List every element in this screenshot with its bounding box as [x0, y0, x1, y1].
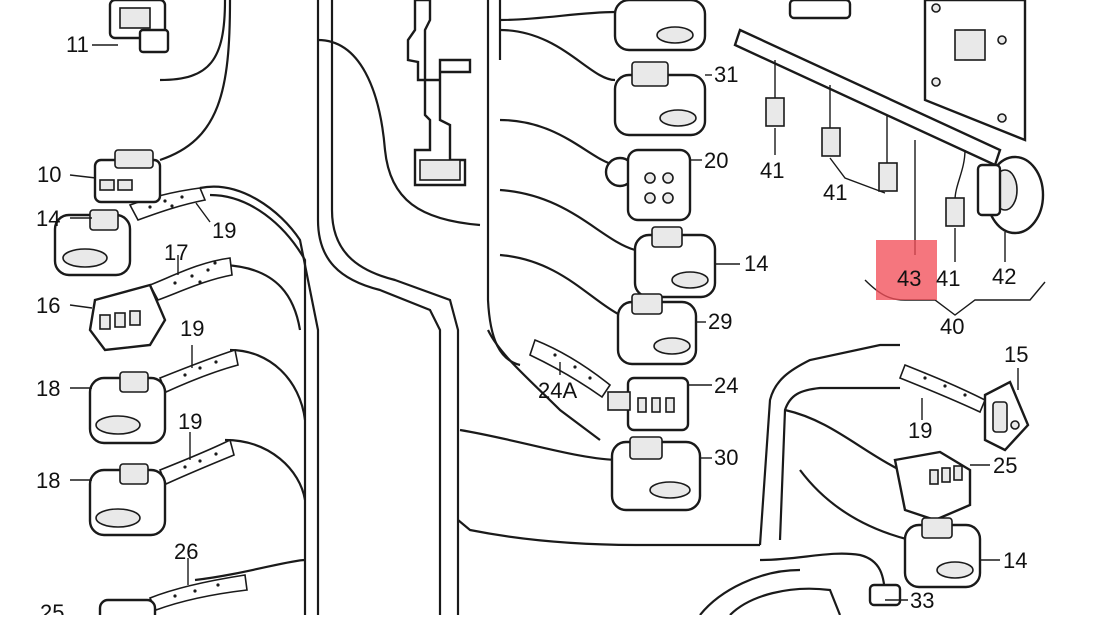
callout-19: 19	[908, 418, 932, 443]
callout-10: 10	[37, 162, 61, 187]
connector-14c	[903, 517, 982, 589]
callout-20: 20	[704, 148, 728, 173]
connector-33	[868, 583, 902, 607]
wire-to-30	[459, 428, 621, 462]
sleeve-26	[148, 574, 248, 611]
connector-30	[610, 436, 702, 512]
connector-18b	[88, 463, 167, 537]
connector-25a	[98, 598, 157, 620]
connector-14a	[53, 209, 132, 277]
callout-16: 16	[36, 293, 60, 318]
wire-bottom-a	[699, 568, 801, 616]
trunk-right-a	[486, 0, 521, 367]
callout-19: 19	[180, 316, 204, 341]
connector-24	[607, 376, 690, 432]
callout-25: 25	[40, 600, 64, 615]
callout-18: 18	[36, 468, 60, 493]
callout-41: 41	[823, 180, 847, 205]
wire-to-29	[499, 253, 621, 316]
connector-14b	[633, 226, 717, 299]
callout-24: 24	[714, 373, 738, 398]
connector-42	[976, 155, 1045, 235]
sleeves	[128, 187, 987, 611]
connector-top-right	[788, 0, 852, 20]
callout-33: 33	[910, 588, 934, 613]
highlight-box-43	[876, 240, 937, 300]
wire-to-18b	[224, 438, 307, 501]
sleeve-19b	[158, 348, 239, 394]
callout-15: 15	[1004, 342, 1028, 367]
sleeve-19c	[158, 438, 235, 486]
callout-41: 41	[936, 266, 960, 291]
trunk-right-loop	[758, 343, 900, 546]
callout-19: 19	[212, 218, 236, 243]
mounting-bracket	[406, 0, 472, 187]
callout-14: 14	[744, 251, 768, 276]
trunk-bottom	[457, 519, 760, 547]
callout-42: 42	[992, 264, 1016, 289]
wire-to-25b	[784, 408, 901, 471]
connector-20	[604, 148, 692, 222]
connector-15	[983, 380, 1030, 452]
callout-11: 11	[66, 32, 89, 57]
wire-to-11	[159, 0, 227, 82]
wire-to-10	[159, 0, 232, 162]
callout-14: 14	[36, 206, 60, 231]
leader-lines	[69, 44, 1019, 601]
mounting-plate	[923, 0, 1027, 142]
callout-31: 31	[714, 62, 738, 87]
callout-24A: 24A	[538, 378, 577, 403]
callouts: 11 10 14 19 17 16 19 18 19 18 26 25 31 2…	[36, 32, 1028, 620]
trunk-center-a	[316, 0, 442, 615]
callout-29: 29	[708, 309, 732, 334]
callout-26: 26	[174, 539, 198, 564]
callout-18: 18	[36, 376, 60, 401]
wire-to-14b	[499, 188, 636, 252]
wire-bottom-b	[729, 587, 842, 616]
callout-25: 25	[993, 453, 1017, 478]
trunk-right-loop-b	[778, 386, 900, 541]
connector-16	[88, 283, 167, 352]
harness-trunks	[159, 0, 911, 616]
callout-43: 43	[897, 266, 921, 291]
connector-10	[93, 149, 162, 204]
wire-to-33	[759, 552, 887, 601]
wire-to-17	[224, 263, 302, 331]
wire-to-top-conn	[499, 10, 616, 22]
connector-25b	[893, 450, 972, 522]
callout-41: 41	[760, 158, 784, 183]
trunk-left-b	[209, 193, 307, 615]
sleeve-19a	[128, 187, 207, 221]
wire-to-18a	[229, 348, 307, 421]
sleeve-17	[148, 257, 233, 301]
injector-harness-40	[733, 0, 1046, 316]
wire-to-14c	[799, 469, 911, 542]
sleeve-19d	[898, 363, 987, 414]
wire-center-loop	[317, 38, 481, 227]
wire-to-26	[194, 558, 306, 582]
connector-31	[613, 61, 707, 137]
wire-to-31	[499, 28, 616, 82]
wire-to-20	[499, 118, 616, 167]
connector-top	[613, 0, 707, 52]
connector-11	[108, 0, 170, 54]
callout-40: 40	[940, 314, 964, 339]
sleeve-24a	[529, 338, 612, 399]
wire-to-24	[487, 329, 601, 441]
callout-19: 19	[178, 409, 202, 434]
callout-30: 30	[714, 445, 738, 470]
connector-18a	[88, 371, 167, 445]
callout-14: 14	[1003, 548, 1027, 573]
trunk-left-a	[199, 185, 320, 615]
connector-29	[616, 293, 698, 366]
trunk-center-b	[330, 0, 460, 615]
callout-17: 17	[164, 240, 188, 265]
